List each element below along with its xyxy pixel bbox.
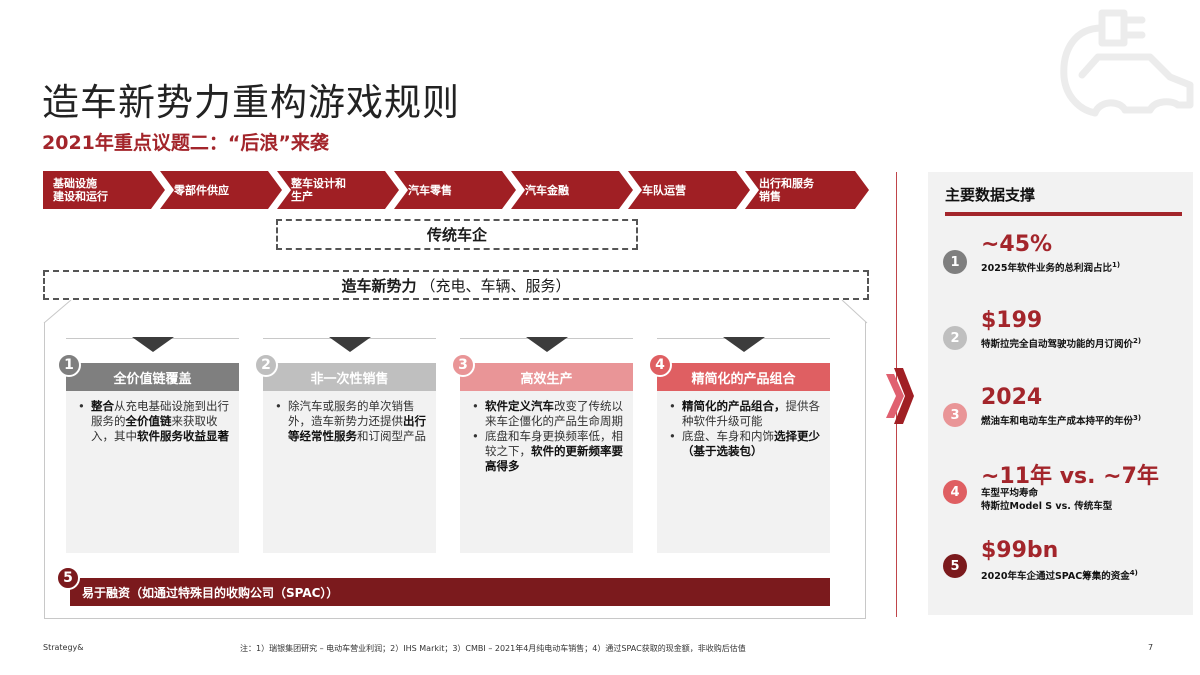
bullet: 底盘和车身更换频率低，相较之下，软件的更新频率要高得多 [470,429,623,474]
bullet: 底盘、车身和内饰选择更少（基于选装包） [667,429,820,459]
chain-step-fleet: 车队运营 [628,171,750,209]
stat-description: 车型平均寿命特斯拉Model S vs. 传统车型 [981,488,1113,512]
chain-step-infrastructure: 基础设施建设和运行 [43,171,165,209]
feature-body: 整合从充电基础设施到出行服务的全价值链来获取收入，其中软件服务收益显著 [66,391,239,553]
electric-car-icon [1060,9,1194,117]
traditional-oem-box: 传统车企 [276,219,638,250]
page-subtitle: 2021年重点议题二：“后浪”来袭 [42,132,329,154]
stat-value: $199 [981,308,1043,333]
page-number: 7 [1148,643,1154,652]
double-chevron-right-icon [886,368,914,424]
feature-header: 全价值链覆盖 [66,363,239,391]
number-badge: 1 [943,250,967,274]
feature-header: 高效生产 [460,363,633,391]
panel-title: 主要数据支撑 [945,186,1036,204]
page-title: 造车新势力重构游戏规则 [42,81,460,124]
new-forces-label: 造车新势力 [341,276,417,295]
number-badge: 3 [943,403,967,427]
frame-connector-left [43,300,72,324]
number-badge: 2 [943,326,967,350]
down-triangle-icon [526,337,568,352]
brand-label: Strategy& [43,643,84,652]
stat-description: 2020年车企通过SPAC筹集的资金4) [981,569,1138,583]
number-badge: 1 [57,353,81,377]
chain-step-mobility-services: 出行和服务销售 [745,171,869,209]
stat-value: ~45% [981,232,1053,257]
bullet: 软件定义汽车改变了传统以来车企僵化的产品生命周期 [470,399,623,429]
bullet: 除汽车或服务的单次销售外，造车新势力还提供出行等经常性服务和订阅型产品 [273,399,426,444]
chain-step-design-production: 整车设计和生产 [277,171,399,209]
number-badge: 4 [943,480,967,504]
stat-description: 燃油车和电动车生产成本持平的年份3) [981,414,1142,428]
feature-body: 精简化的产品组合，提供各种软件升级可能 底盘、车身和内饰选择更少（基于选装包） [657,391,830,553]
frame-connector-right [841,300,868,324]
number-badge: 5 [943,554,967,578]
stat-value: 2024 [981,385,1043,410]
down-triangle-icon [329,337,371,352]
new-forces-frame [44,322,866,619]
new-forces-box: 造车新势力（充电、车辆、服务） [43,270,869,300]
value-chain: 基础设施建设和运行 零部件供应 整车设计和生产 汽车零售 汽车金融 车队运营 出… [43,171,869,209]
new-forces-scope: （充电、车辆、服务） [420,276,571,295]
stat-value: ~11年 vs. ~7年 [981,464,1159,489]
key-data-panel [928,172,1193,615]
down-triangle-icon [132,337,174,352]
number-badge: 5 [56,566,80,590]
financing-bar: 易于融资（如通过特殊目的收购公司（SPAC）） [70,578,830,606]
feature-body: 软件定义汽车改变了传统以来车企僵化的产品生命周期 底盘和车身更换频率低，相较之下… [460,391,633,553]
number-badge: 2 [254,353,278,377]
footnotes: 注：1）瑞银集团研究 – 电动车营业利润；2）IHS Markit；3）CMBI… [240,644,746,653]
bullet: 精简化的产品组合，提供各种软件升级可能 [667,399,820,429]
chain-step-parts-supply: 零部件供应 [160,171,282,209]
stat-description: 2025年软件业务的总利润占比1) [981,261,1121,275]
feature-body: 除汽车或服务的单次销售外，造车新势力还提供出行等经常性服务和订阅型产品 [263,391,436,553]
number-badge: 4 [648,353,672,377]
chain-step-finance: 汽车金融 [511,171,633,209]
down-triangle-icon [723,337,765,352]
number-badge: 3 [451,353,475,377]
panel-title-rule [945,212,1182,216]
feature-header: 精简化的产品组合 [657,363,830,391]
chain-step-retail: 汽车零售 [394,171,516,209]
bullet: 整合从充电基础设施到出行服务的全价值链来获取收入，其中软件服务收益显著 [76,399,229,444]
stat-value: $99bn [981,538,1059,563]
stat-description: 特斯拉完全自动驾驶功能的月订阅价2) [981,337,1142,351]
feature-header: 非一次性销售 [263,363,436,391]
